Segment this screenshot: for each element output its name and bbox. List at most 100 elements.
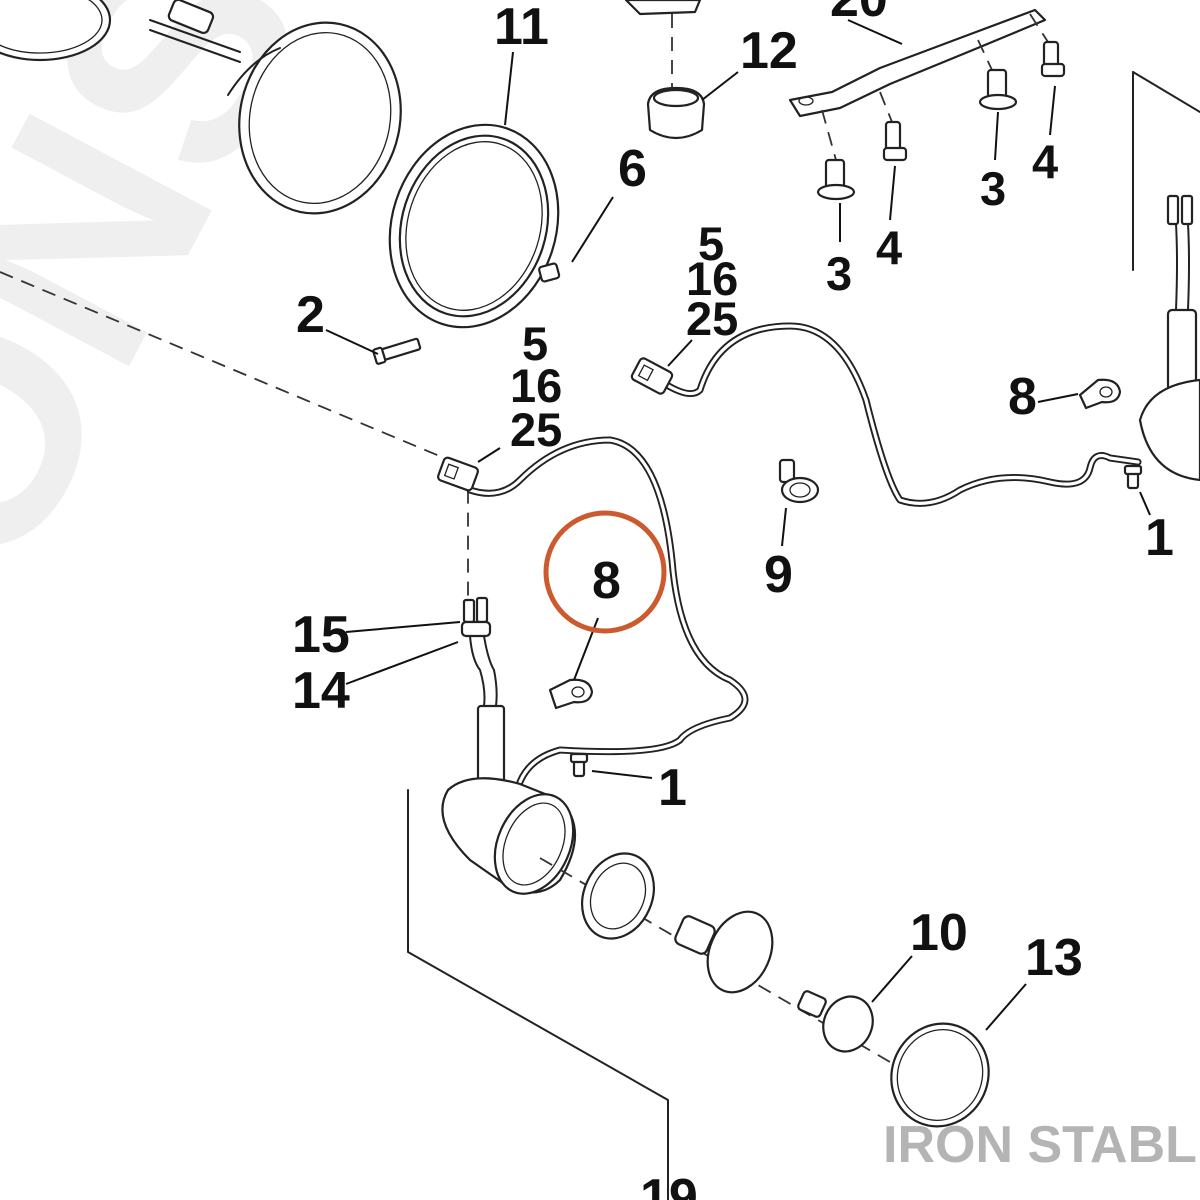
left-signal-rim-inner xyxy=(502,802,566,886)
leader-4b xyxy=(1049,85,1056,136)
bolt-4b-head xyxy=(1040,62,1066,78)
right-turn-signal xyxy=(1138,194,1200,482)
clip-8-right-hole xyxy=(1099,386,1113,398)
callout-14: 14 xyxy=(292,662,350,720)
trim-ring-inner xyxy=(398,134,550,318)
bulb-part-10 xyxy=(797,990,874,1053)
connector-15-b xyxy=(475,596,489,624)
leader-2 xyxy=(325,329,379,355)
assembly-bracket-line xyxy=(407,789,669,1200)
callout-b-25: 25 xyxy=(686,292,738,345)
bracket-part-20 xyxy=(788,8,1047,118)
leader-8-right xyxy=(1037,393,1079,403)
bolt-3b-dash xyxy=(977,39,993,71)
leader-15 xyxy=(345,621,461,633)
bolt-part-3a xyxy=(816,109,856,201)
leader-6 xyxy=(571,196,614,263)
right-harness-connector-pin xyxy=(637,364,654,382)
bulb-base xyxy=(797,990,827,1018)
clip-8-left-hole xyxy=(571,686,585,698)
right-wire-harness xyxy=(658,322,1142,507)
grommet-top xyxy=(652,88,700,108)
leader-1-right xyxy=(1139,491,1151,516)
bulb-socket-part xyxy=(674,910,774,994)
clip-part-8-left xyxy=(548,678,594,710)
headlamp-body-edge xyxy=(227,47,281,96)
mount-block xyxy=(624,0,702,16)
right-signal-wires xyxy=(1175,223,1190,311)
bolt-part-3b xyxy=(977,39,1018,111)
callout-13: 13 xyxy=(1025,929,1083,987)
lens-adapter-part xyxy=(581,852,655,940)
callout-6: 6 xyxy=(618,140,647,198)
headlamp-lens-unit xyxy=(238,21,402,215)
highlight-circle xyxy=(543,510,667,634)
bolt-part-4a xyxy=(879,91,908,162)
callout-1-right: 1 xyxy=(1145,509,1174,567)
headlamp-connector xyxy=(167,0,215,35)
leader-13 xyxy=(985,983,1027,1031)
trim-ring-part xyxy=(388,123,560,329)
left-turn-signal xyxy=(441,704,577,895)
bracket-hole xyxy=(798,96,814,106)
leader-20 xyxy=(847,19,903,45)
right-connector-b xyxy=(1180,194,1194,226)
headlamp-lens-inner xyxy=(248,31,392,205)
bolt-3b-head xyxy=(978,93,1018,111)
callout-4b: 4 xyxy=(1032,135,1058,188)
bolt-3a-head xyxy=(816,183,856,201)
callout-12: 12 xyxy=(740,22,798,80)
right-signal-housing xyxy=(1138,378,1200,482)
callout-4a: 4 xyxy=(876,221,902,274)
connector-15-a xyxy=(462,598,476,624)
leader-12 xyxy=(701,71,739,101)
headlamp-assembly xyxy=(0,0,402,215)
left-wire-harness-inner xyxy=(468,438,747,784)
bolt-part-4b xyxy=(1029,13,1066,78)
left-signal-connectors xyxy=(460,596,498,707)
right-wire-harness-inner xyxy=(660,324,1140,505)
callout-10: 10 xyxy=(910,904,968,962)
headlamp-harness-wire xyxy=(149,19,241,53)
screw-part-1-right xyxy=(1123,464,1143,490)
leader-callout-b xyxy=(667,339,693,367)
clip-part-8-right xyxy=(1078,378,1122,410)
callout-3b: 3 xyxy=(980,162,1006,215)
leader-3b xyxy=(994,111,999,161)
trim-ring-lip xyxy=(405,141,543,311)
screw-1-right-head xyxy=(1123,464,1143,476)
leader-1-left xyxy=(591,770,653,779)
clamp-9-body xyxy=(780,476,820,504)
right-connector-a xyxy=(1166,194,1180,226)
bolt-4b-dash xyxy=(1029,13,1049,43)
lens-13-edge xyxy=(896,1028,984,1122)
clip-8-left-body xyxy=(548,678,594,710)
left-harness-connector xyxy=(437,456,479,492)
leader-4a xyxy=(889,165,896,221)
connector-14-sleeve xyxy=(460,620,492,638)
callout-9: 9 xyxy=(764,546,793,604)
left-signal-rim xyxy=(493,793,575,895)
right-signal-stem xyxy=(1166,308,1198,392)
lens-adapter-outer xyxy=(581,852,655,940)
bolt-4b-shaft xyxy=(1042,40,1060,68)
leader-9 xyxy=(781,507,787,547)
bulb-socket-flange xyxy=(706,910,774,994)
callout-3a: 3 xyxy=(826,247,852,300)
right-harness-connector-body xyxy=(630,357,674,395)
lens-part-13 xyxy=(890,1022,990,1128)
screw-part-1-left xyxy=(569,752,589,778)
callout-b-16: 16 xyxy=(686,252,738,305)
frame-line-right-top xyxy=(1132,71,1200,113)
left-signal-wires xyxy=(469,635,498,707)
lens-adapter-inner xyxy=(589,862,647,930)
lens-13-body xyxy=(890,1022,990,1128)
bolt-3b-shaft xyxy=(986,68,1008,100)
left-wire-harness xyxy=(466,436,749,786)
bulb-glass xyxy=(822,995,874,1053)
callout-2: 2 xyxy=(296,286,325,344)
right-harness-connector xyxy=(630,357,674,395)
nut-body xyxy=(538,262,561,283)
left-harness-connector-pin xyxy=(443,463,460,480)
